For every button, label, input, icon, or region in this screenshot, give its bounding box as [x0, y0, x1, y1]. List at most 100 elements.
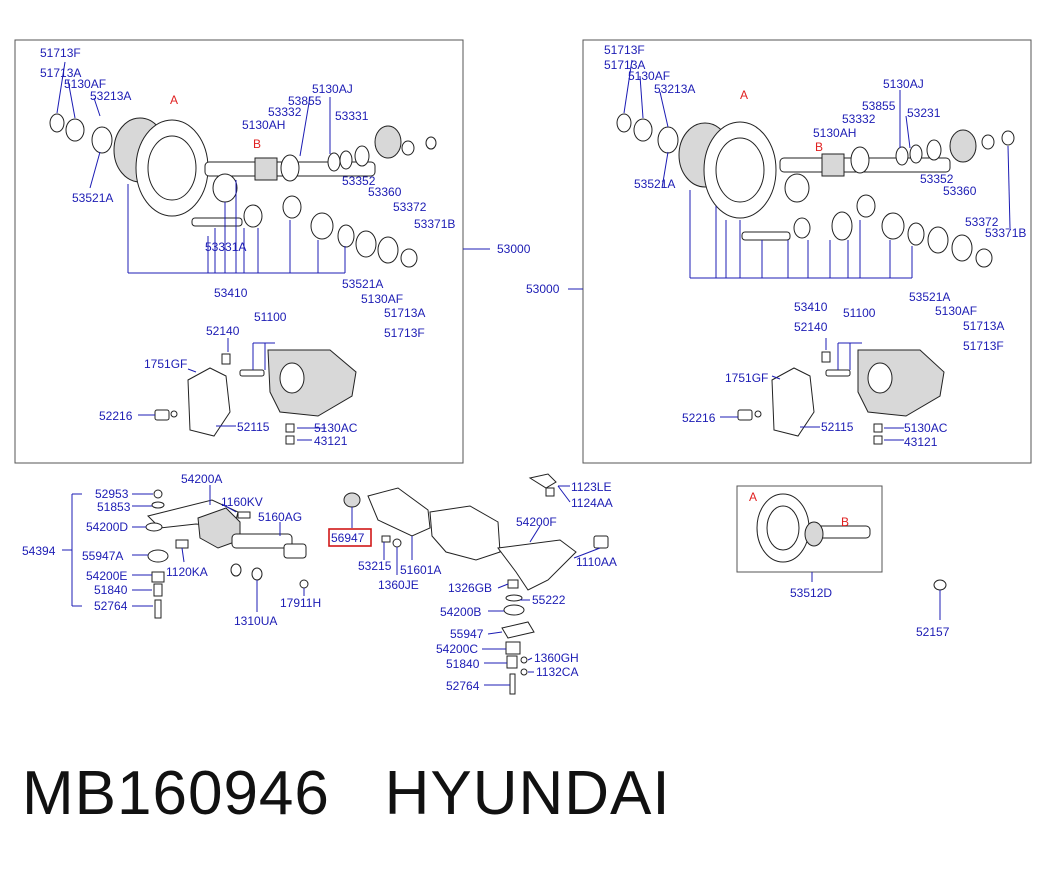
companion-flange-icon — [374, 125, 402, 159]
part-label: 54200C — [436, 642, 478, 656]
part-label: 53213A — [90, 89, 131, 103]
shaft-icon — [231, 533, 293, 549]
group-bottom-left-parts — [145, 489, 309, 619]
part-label: 51713F — [963, 339, 1004, 353]
callout-letter: B — [253, 137, 261, 151]
part-label: 51713F — [40, 46, 81, 60]
part-label: 53521A — [342, 277, 383, 291]
highlight-box — [328, 528, 372, 547]
group-bottom-middle-leaders — [351, 485, 601, 686]
part-label: 53855 — [288, 94, 322, 108]
panel-right-leaders — [568, 59, 1011, 441]
part-label: 5130AH — [813, 126, 856, 140]
part-label: 53360 — [368, 185, 402, 199]
part-label: 1360JE — [378, 578, 419, 592]
part-label: 1360GH — [534, 651, 579, 665]
part-label: 52764 — [446, 679, 480, 693]
part-label: 52953 — [95, 487, 129, 501]
part-label: 1124AA — [571, 496, 613, 510]
group-bottom-right: A B 53512D 52157 — [736, 485, 950, 639]
group-bottom-middle: 56947 1123LE 1124AA 54200F 53215 51601A … — [328, 473, 617, 695]
brand-name: HYUNDAI — [384, 759, 671, 828]
oil-seal-icon — [343, 492, 361, 508]
part-label: 55947 — [450, 627, 484, 641]
part-label: 17911H — [280, 596, 321, 610]
part-label: 1123LE — [571, 480, 611, 494]
part-label: 5130AF — [64, 77, 106, 91]
group-bottom-left-leaders — [62, 485, 305, 612]
part-label: 53372 — [965, 215, 999, 229]
part-label: 52115 — [237, 420, 270, 434]
part-label: 53521A — [909, 290, 950, 304]
companion-flange-icon — [949, 129, 977, 163]
group-bottom-middle-labels: 56947 1123LE 1124AA 54200F 53215 51601A … — [328, 480, 617, 693]
part-label: 5130AH — [242, 118, 285, 132]
part-label: 53521A — [72, 191, 113, 205]
part-label: 52216 — [99, 409, 133, 423]
cover-housing-icon — [429, 505, 501, 561]
part-label: 53332 — [268, 105, 302, 119]
part-label: 53410 — [214, 286, 248, 300]
extension-housing-icon — [367, 487, 431, 537]
part-label: 43121 — [904, 435, 938, 449]
highlighted-part-label: 56947 — [331, 531, 365, 545]
part-label: 53000 — [526, 282, 560, 296]
part-label: 51840 — [94, 583, 128, 597]
panel-right-parts — [616, 113, 1015, 445]
part-label: 53352 — [342, 174, 376, 188]
part-label: 53352 — [920, 172, 954, 186]
callout-letter: A — [170, 93, 178, 107]
part-label: 51840 — [446, 657, 480, 671]
part-label: 53360 — [943, 184, 977, 198]
part-label: 52115 — [821, 420, 854, 434]
part-label: 51713A — [963, 319, 1004, 333]
part-label: 55222 — [532, 593, 566, 607]
part-label: 54200A — [181, 472, 222, 486]
panel-left: 51713F 51713A 5130AF 53213A A B 5130AJ 5… — [14, 39, 531, 464]
part-label: 5130AF — [361, 292, 403, 306]
part-label: 53372 — [393, 200, 427, 214]
group-bottom-left: 54200A 52953 51853 1160KV 5160AG 54200D … — [22, 472, 321, 628]
panel-left-frame — [14, 39, 464, 464]
part-label: 5130AJ — [312, 82, 353, 96]
callout-letter: B — [841, 515, 849, 529]
part-label: 52140 — [794, 320, 828, 334]
cover-icon — [187, 367, 231, 437]
part-label: 52157 — [916, 625, 950, 639]
part-label: 54394 — [22, 544, 56, 558]
part-label: 51100 — [843, 306, 876, 320]
part-label: 5130AJ — [883, 77, 924, 91]
part-label: 52764 — [94, 599, 128, 613]
part-label: 53410 — [794, 300, 828, 314]
pinion-gear-icon — [212, 173, 238, 203]
part-label: 5130AC — [314, 421, 358, 435]
part-label: 1110AA — [576, 555, 617, 569]
part-label: 52140 — [206, 324, 240, 338]
callout-letter: A — [749, 490, 757, 504]
part-number: MB160946 — [22, 759, 330, 828]
part-label: 53521A — [634, 177, 675, 191]
part-label: 51713F — [384, 326, 425, 340]
part-label: 1132CA — [536, 665, 578, 679]
part-label: 1751GF — [725, 371, 768, 385]
part-label: 54200B — [440, 605, 481, 619]
part-label: 51713A — [604, 58, 645, 72]
part-label: 5130AC — [904, 421, 948, 435]
part-label: 51713A — [384, 306, 425, 320]
part-label: 1120KA — [166, 565, 208, 579]
panel-left-leaders — [56, 61, 490, 441]
panel-right: 51713F 51713A 5130AF 53213A A B 5130AJ 5… — [526, 39, 1032, 464]
part-label: 51713F — [604, 43, 645, 57]
part-label: 5160AG — [258, 510, 302, 524]
pinion-gear-icon — [784, 173, 810, 203]
part-label: 51713A — [40, 66, 81, 80]
part-label: 5130AF — [935, 304, 977, 318]
cover-icon — [771, 367, 815, 437]
part-label: 1160KV — [221, 495, 263, 509]
part-label: 55947A — [82, 549, 123, 563]
part-label: 53855 — [862, 99, 896, 113]
part-label: 43121 — [314, 434, 348, 448]
panel-left-labels: 51713F 51713A 5130AF 53213A A B 5130AJ 5… — [40, 46, 531, 448]
part-label: 53512D — [790, 586, 832, 600]
